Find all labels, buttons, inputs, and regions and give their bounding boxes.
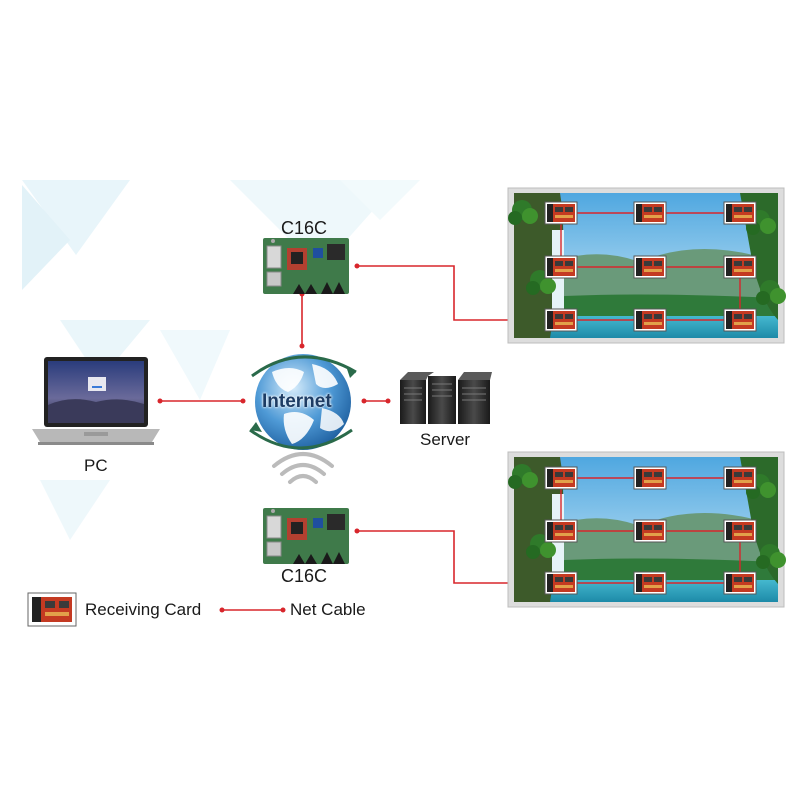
receiving-card-icon [723,255,757,279]
laptop-icon [32,357,160,445]
receiving-card-icon [723,519,757,543]
receiving-card-icon [723,466,757,490]
cable-controller-top-screen [354,263,533,323]
receiving-card-icon [723,308,757,332]
controller-card-icon [262,507,350,565]
receiving-card-icon [544,571,578,595]
receiving-card-icon [723,201,757,225]
receiving-card-icon [544,201,578,225]
pc-label: PC [84,456,108,475]
cable-controller-bottom-screen [354,528,533,586]
receiving-card-icon [633,255,667,279]
screen-bottom-receiving-cards [544,466,757,595]
background-shapes [22,180,420,540]
legend-receiving-card-label: Receiving Card [85,600,202,619]
server-label: Server [420,430,471,449]
receiving-card-icon [544,255,578,279]
controller-bottom-label: C16C [281,566,328,586]
cable-controller-top-internet [299,291,305,349]
receiving-card-icon [633,466,667,490]
controller-card-top [262,237,350,295]
receiving-card-icon [633,519,667,543]
cable-pc-internet [157,398,246,404]
controller-top-label: C16C [281,218,328,238]
led-screen-bottom [507,451,786,608]
receiving-card-icon [544,519,578,543]
receiving-card-icon [633,571,667,595]
legend-net-cable-label: Net Cable [290,600,366,619]
screen-top-receiving-cards [544,201,757,332]
cable-internet-server [361,398,391,404]
controller-card-icon [262,237,350,295]
wifi-icon [272,452,334,484]
cable-legend [219,607,286,613]
receiving-card-icon [633,201,667,225]
receiving-card-icon [723,571,757,595]
server-icon [400,372,492,424]
controller-card-bottom [262,507,350,565]
receiving-card-icon [633,308,667,332]
receiving-card-icon [544,308,578,332]
globe-icon [249,354,357,450]
led-screen-top [507,187,786,344]
legend-receiving-card [27,592,77,627]
receiving-card-icon [544,466,578,490]
internet-label: Internet [262,391,332,412]
